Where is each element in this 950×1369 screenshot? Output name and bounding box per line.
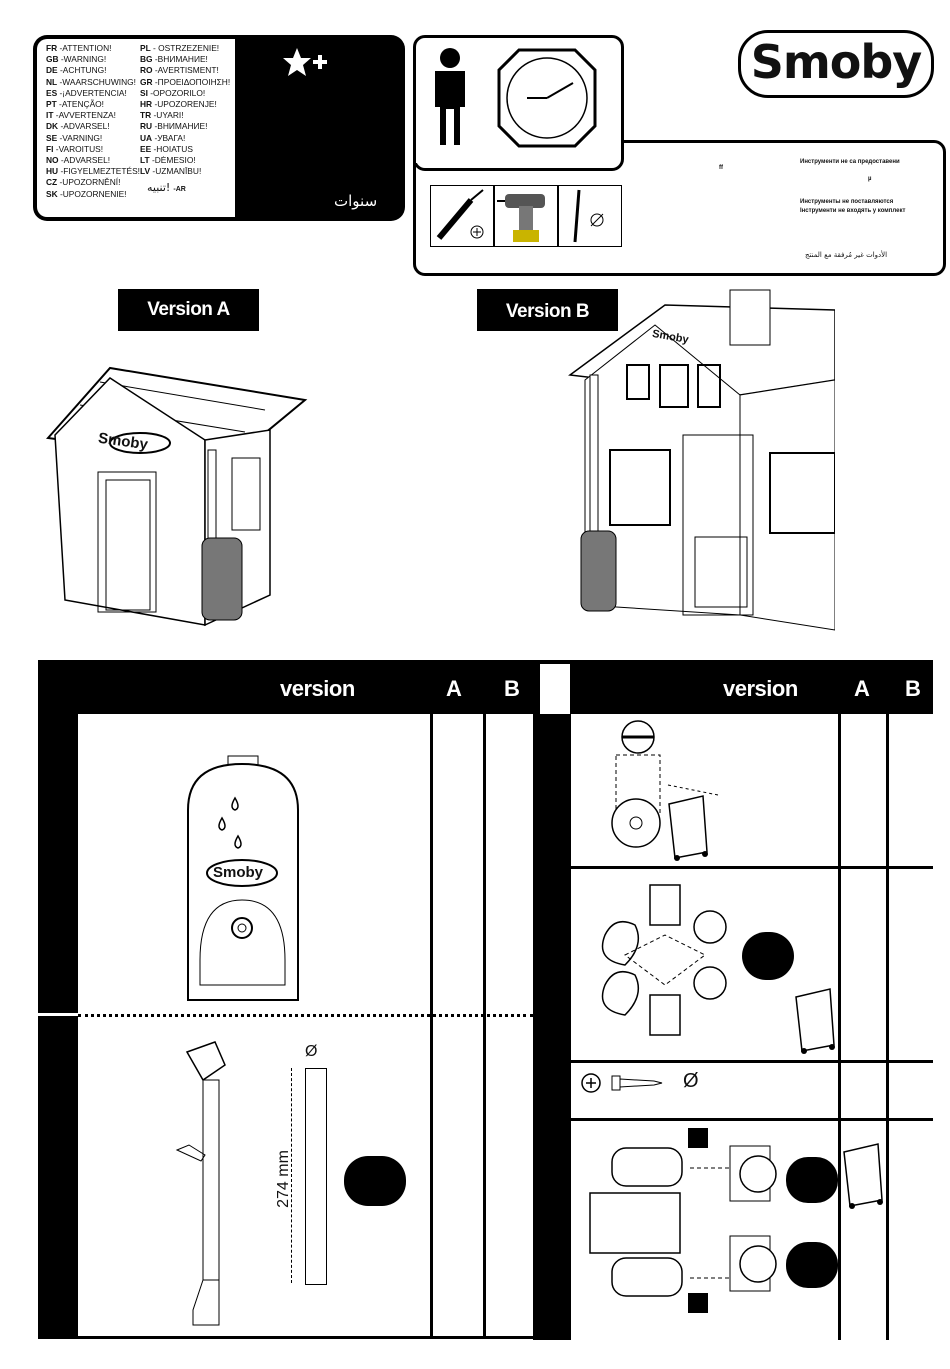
step-badge [786,1242,838,1288]
diameter-symbol: Ø [683,1070,699,1092]
drill-icon [494,185,558,247]
seal-parts-illustration [601,884,727,1036]
table-right-col-a: A [854,676,870,702]
diameter-symbol: Ø [305,1043,318,1060]
trash-bin-icon [668,795,708,861]
warning-line: TR -UYARI! [140,110,184,121]
table-right-col-b: B [905,676,921,702]
warning-line: LT -DĖMESIO! [140,155,196,166]
warning-line: RU -ВНИМАНИЕ! [140,121,208,132]
warning-line: SI -OPOZORILO! [140,87,206,98]
table-left-version-header: version [280,676,355,702]
warning-line: BG -ВНИМАНИЕ! [140,54,208,65]
warning-line: GR -ΠΡΟΕΙΔΟΠΟΙΗΣΗ! [140,76,231,87]
warning-line: HU -FIGYELMEZTETÉS! [46,166,141,177]
table-right-step-column [533,714,571,1340]
warning-line: RO -AVERTISMENT! [140,65,219,76]
step-badge [344,1156,406,1206]
trash-bin-icon [795,988,835,1054]
warning-line: PT -ATENÇÃO! [46,99,105,110]
warning-line: PL - OSTRZEZENIE! [140,43,220,53]
warning-line: NO -ADVARSEL! [46,155,111,166]
drill-bit-icon [558,185,622,247]
star-plus-icon [283,48,327,76]
step-badge [742,932,794,980]
warning-line: EE -HOIATUS [140,143,193,154]
warning-line: LV -UZMANĪBU! [140,166,202,177]
age-years-label: سنوات [334,192,378,210]
downpipe-illustration [175,1041,226,1326]
warning-line: NL -WAARSCHUWING! [46,76,136,87]
table-left-col-b: B [504,676,520,702]
trash-bin-icon [843,1143,883,1209]
house-version-a-illustration [46,366,308,627]
version-b-label: Version B [477,289,618,331]
warning-arabic: تنبيه! -AR [147,181,186,194]
warning-line: ES -¡ADVERTENCIA! [46,87,127,98]
warning-line: GB -WARNING! [46,54,107,65]
pipe-length-bar [305,1068,327,1285]
table-left-col-a: A [446,676,462,702]
screw-icon [581,1073,663,1093]
warning-line: HR -UPOZORENJE! [140,99,217,110]
warning-line: FI -VAROITUS! [46,143,104,154]
warning-line: SK -UPOZORNENIE! [46,188,127,199]
bracket-assembly-illustration [589,1128,777,1313]
warning-line: IT -AVVERTENZA! [46,110,116,121]
pipe-length-label: 274 mm [274,1150,292,1208]
warning-column-1: FR -ATTENTION!GB -WARNING!DE -ACHTUNG!NL… [46,43,140,200]
cap-removal-illustration [611,720,719,848]
warning-line: SE -VARNING! [46,132,103,143]
warning-languages: FR -ATTENTION!GB -WARNING!DE -ACHTUNG!NL… [37,39,235,217]
version-a-label: Version A [118,289,259,331]
screwdriver-icon [430,185,494,247]
warning-column-2: PL - OSTRZEZENIE!BG -ВНИМАНИЕ!RO -AVERTI… [140,43,230,177]
brand-logo: Smoby [738,30,934,98]
warning-line: FR -ATTENTION! [46,43,112,53]
clock-icon [497,48,597,148]
warning-line: DK -ADVARSEL! [46,121,110,132]
table-right-version-header: version [723,676,798,702]
warning-line: UA -УВАГА! [140,132,186,143]
rain-barrel-illustration [187,755,299,1001]
warning-line: CZ -UPOZORNĚNÍ! [46,177,121,188]
table-left-step-column [38,660,78,1338]
warning-line: DE -ACHTUNG! [46,65,107,76]
person-icon [435,48,465,145]
step-badge [786,1157,838,1203]
tools-strip [430,185,622,247]
house-version-b-illustration [568,289,835,631]
